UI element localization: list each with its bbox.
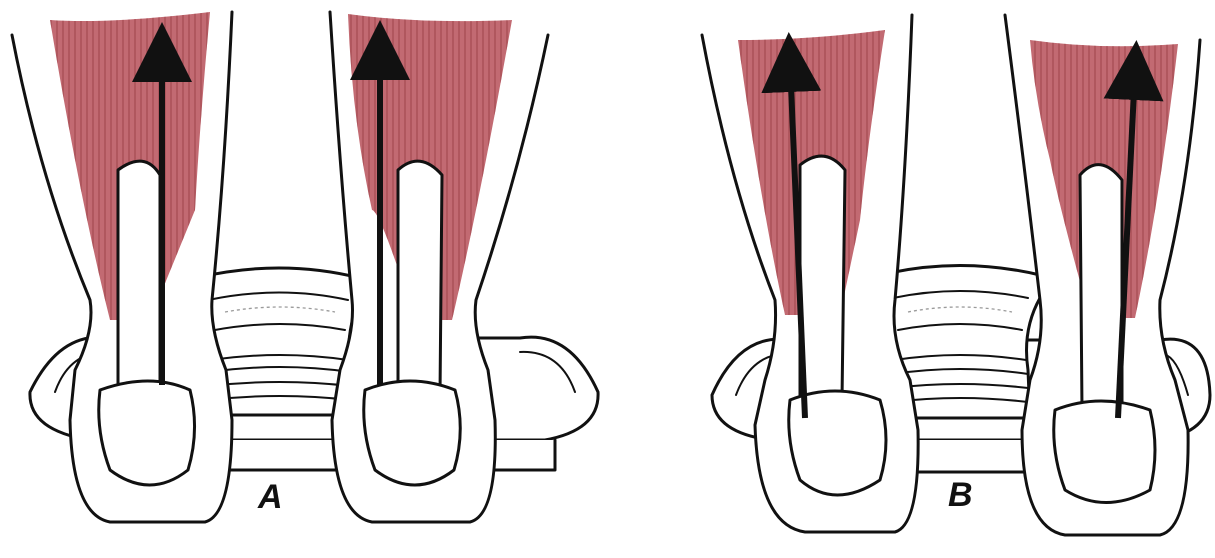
panel-b: B <box>702 15 1210 535</box>
panel-a: A <box>12 12 598 522</box>
panel-label-a: A <box>257 478 283 516</box>
leg-left-b <box>702 15 918 532</box>
leg-left-a <box>12 12 232 522</box>
panel-label-b: B <box>948 476 973 514</box>
